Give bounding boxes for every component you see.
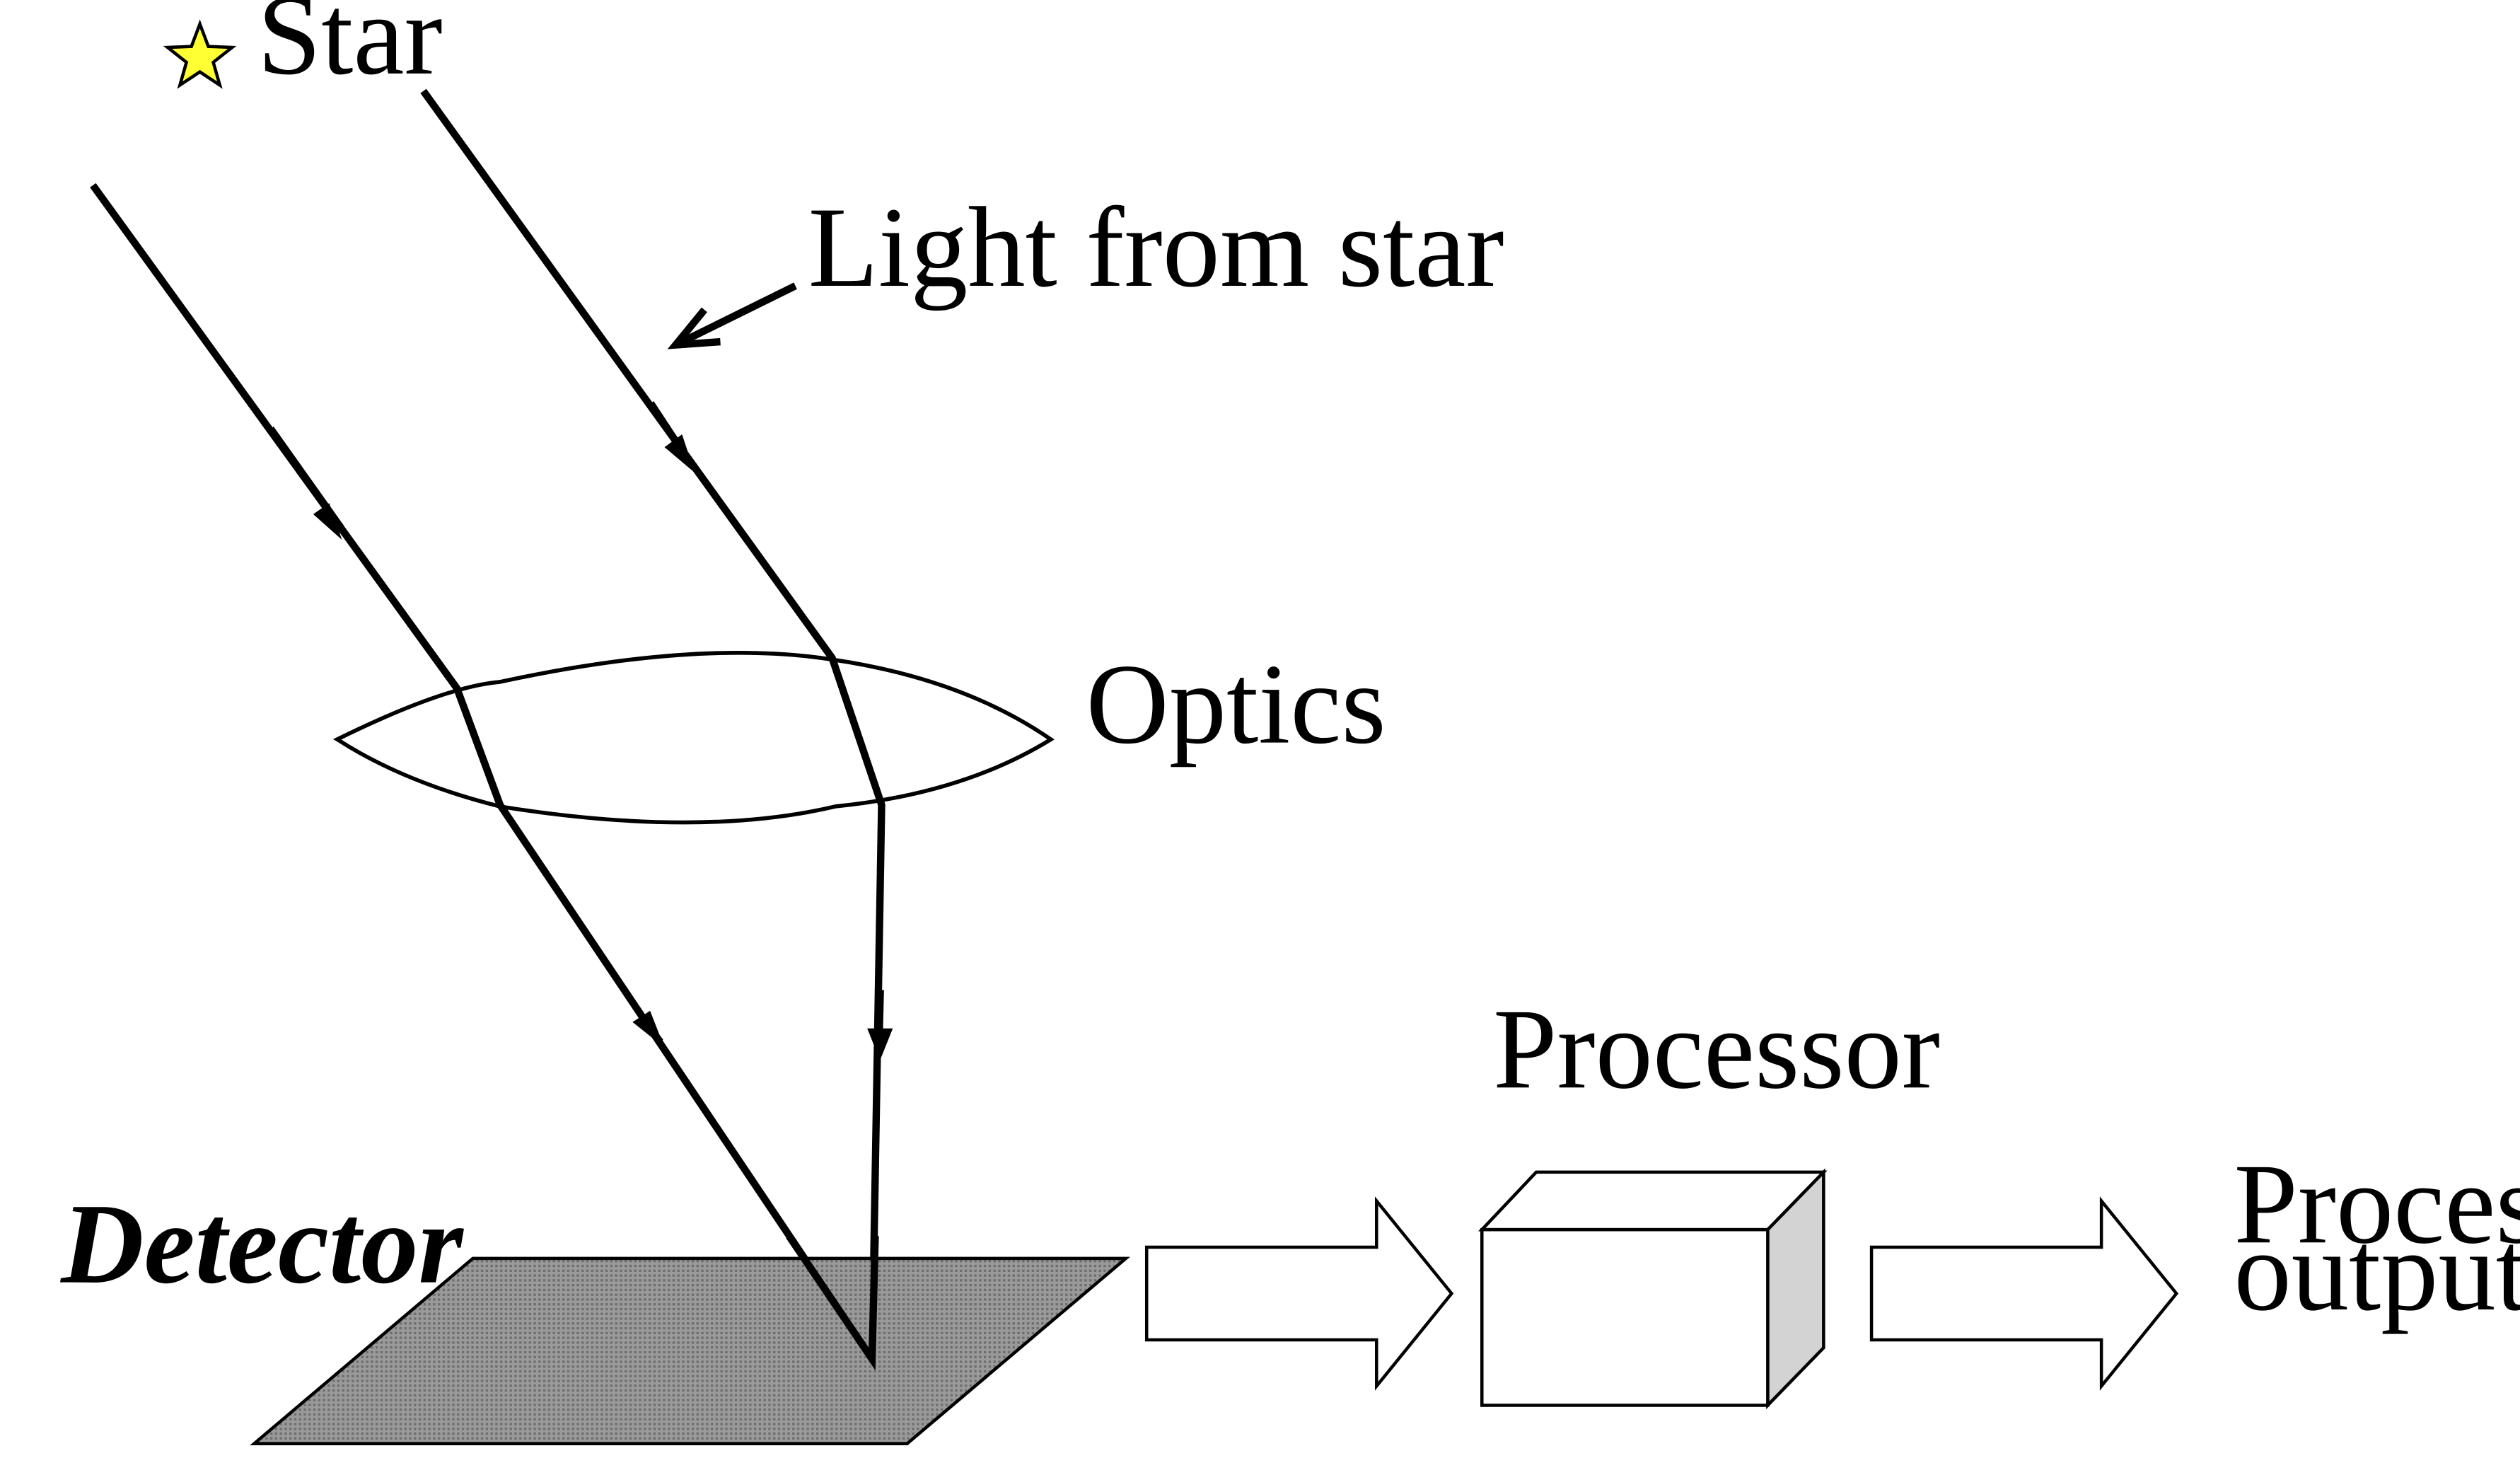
ray-arrow-right-upper [664, 434, 695, 473]
ray-arrow-right-lower-tail [877, 990, 884, 1054]
processor-front-face [1480, 1227, 1770, 1407]
light-from-star-label: Light from star [808, 184, 1504, 311]
ray-arrow-left-lower-tail [619, 985, 663, 1043]
star-label: Star [257, 0, 443, 99]
processor-top-face [1478, 1170, 1828, 1232]
ray-arrow-left-upper-tail [269, 427, 344, 528]
ray-arrow-right-upper-tail [649, 401, 694, 465]
processor-to-output-arrow [1869, 1196, 2179, 1391]
detector-to-processor-arrow [1144, 1196, 1454, 1391]
light-ray-right [420, 88, 886, 1360]
ray-arrow-left-upper [313, 503, 342, 540]
light-pointer-shaft [673, 282, 797, 349]
optics-lens [333, 650, 1055, 825]
processed-output-label-line1: Processed [2234, 1140, 2520, 1268]
light-ray-convergence [786, 1234, 879, 1371]
processed-output-label-line2: output [2234, 1208, 2520, 1335]
optics-label: Optics [1086, 641, 1386, 768]
detector-label: Detector [59, 1181, 464, 1308]
processor-label: Processor [1493, 985, 1940, 1113]
light-pointer-head [667, 307, 721, 349]
detector-plane [250, 1256, 1131, 1445]
light-ray-left [90, 183, 876, 1361]
star-icon [163, 19, 237, 89]
